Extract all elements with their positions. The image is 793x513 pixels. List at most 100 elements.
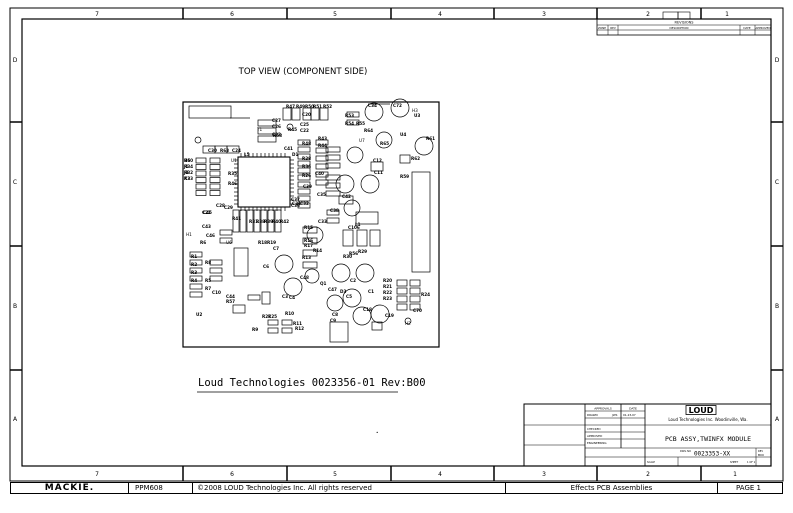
pcb-component-label: R9 [252,327,258,332]
pcb-connector [188,105,232,119]
pcb-component-label: C6 [263,264,269,269]
pcb-component-label: R54 [345,121,354,126]
mackie-logo: MACKIE. [11,483,129,493]
pcb-footprint [195,183,207,190]
zone-column-label-top: 4 [438,11,442,18]
rev-col-date: DATE [743,26,751,30]
pcb-footprint [189,251,203,258]
pcb-component-label: R58 [273,133,282,138]
zone-column-label-bottom: 6 [230,471,234,478]
zone-column-label-bottom: 2 [646,471,650,478]
pcb-component-label: C24 [232,148,241,153]
zone-row-label-right: D [775,57,780,64]
pcb-footprint [325,146,341,153]
company-line: Loud Technologies Inc. Woodinville, Wa. [668,417,747,422]
pcb-component-label: R49 [296,104,305,109]
pcb-component-label: C72 [393,103,402,108]
pcb-footprint [195,190,207,196]
small-mark: • [376,430,378,435]
pcb-component-label: U4 [400,132,406,137]
pcb-footprint [209,259,223,266]
view-title: TOP VIEW (COMPONENT SIDE) [238,67,368,77]
pcb-footprint [396,279,408,287]
pcb-component-label: R38 [256,219,265,224]
zone-column-label-top: 7 [95,11,99,18]
pcb-board-marking: H1 [186,232,192,237]
pcb-component-label: R22 [383,290,392,295]
pcb-footprint [195,170,207,177]
pcb-footprint [257,119,277,127]
engineering-label: ENGINEERING [587,441,607,445]
scale-label: SCALE [647,460,655,464]
pcb-footprint [315,179,329,186]
pcb-footprint [260,209,268,233]
rev-col-description: DESCRIPTION [670,26,689,30]
pcb-component-label: R18 [258,240,267,245]
pcb-component-label: R21 [383,284,392,289]
pcb-capacitor-outline [375,131,393,149]
pcb-component-label: R25 [268,314,277,319]
pcb-component-label: R27 [262,314,271,319]
pcb-capacitor-outline [274,254,294,274]
pcb-footprint [409,295,421,303]
pcb-connector-strip [411,171,431,273]
pcb-component-label: R20 [383,278,392,283]
rev-label: REV [758,449,763,453]
pcb-component-label: R62 [411,156,420,161]
pcb-capacitor-outline [360,174,380,194]
pcb-component-label: C30 [208,148,217,153]
pcb-component-label: R6 [200,240,206,245]
pcb-footprint [282,107,292,121]
pcb-capacitor-outline [342,288,362,308]
sheet-inner-border [21,18,772,467]
revisions-header: REVISIONS [675,21,695,25]
pcb-footprint [409,279,421,287]
pcb-component-label: C29 [224,205,233,210]
pcb-footprint [189,291,203,298]
pcb-component-label: R63 [220,148,229,153]
company-logo: LOUD [689,406,714,415]
footer-section: Effects PCB Assemblies [506,483,718,493]
pcb-component-label: C10 [212,290,221,295]
pcb-component-label: C19 [385,313,394,318]
pcb-footprint [209,267,223,274]
pcb-capacitor-outline [343,199,361,217]
pcb-footprint [325,154,341,161]
pcb-component-label: C70 [413,308,422,313]
zone-column-label-bottom: 7 [95,471,99,478]
pcb-footprint [209,190,221,196]
pcb-component-label: R15 [304,225,313,230]
pcb-board-marking: U7 [359,138,365,143]
pcb-component-label: R46 [228,181,237,186]
pcb-component-label: C23 [272,132,281,137]
pcb-component-label: R65 [380,141,389,146]
pcb-footprint [226,145,240,154]
zone-row-label-right: C [775,179,779,186]
pcb-footprint [209,177,221,183]
checked-label: CHECKED [587,427,601,431]
pcb-component-label: R26 [302,173,311,178]
pcb-component-label: R30 [343,254,352,259]
pcb-component-label: C42 [342,194,351,199]
pcb-footprint [315,139,329,146]
pcb-footprint [219,229,233,236]
zone-row-label-right: A [775,416,780,423]
pcb-footprint [189,283,203,290]
pcb-footprint [325,190,341,197]
pcb-footprint [267,327,279,334]
pcb-component-label: R8 [205,260,211,265]
pcb-capacitor-outline [364,102,384,122]
pcb-capacitor-outline [335,174,355,194]
pcb-component-label: C34 [368,103,377,108]
pcb-footprint [369,229,381,247]
revisions-table: REVISIONS ZONE REV DESCRIPTION DATE APPR… [596,11,772,36]
pcb-component-label: C28 [216,203,225,208]
pcb-component-label: R33 [184,176,193,181]
pcb-board-marking: T1 [256,127,263,132]
pcb-component-label: C32 [300,201,309,206]
pcb-dsp-chip [237,156,291,208]
board-label: Loud Technologies 0023356-01 Rev:B00 [198,377,426,389]
title-block: APPROVALS DATE DRAWN JWS 01-23-07 CHECKE… [523,403,772,467]
pcb-footprint [325,182,341,189]
